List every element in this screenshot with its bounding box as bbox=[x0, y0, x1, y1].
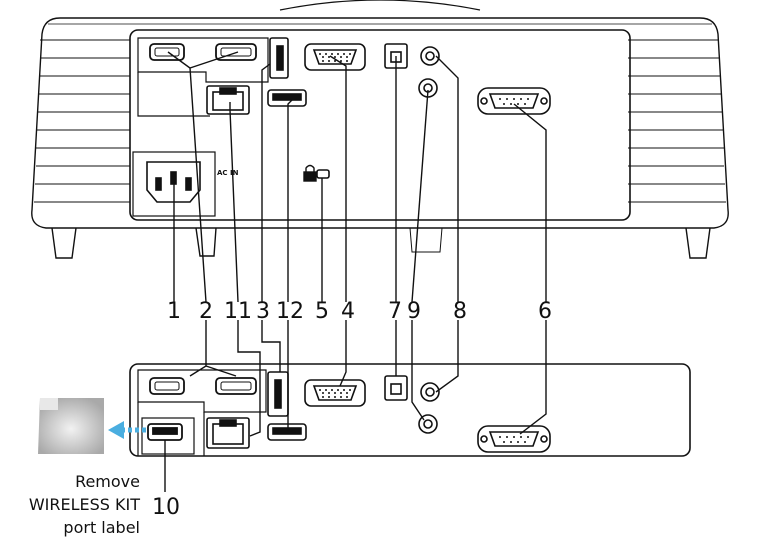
callout-12: 12 bbox=[276, 299, 304, 324]
rj45-port-top bbox=[206, 85, 250, 115]
leader-lines-top bbox=[167, 51, 547, 303]
optical-port-bottom bbox=[384, 375, 408, 401]
kensington-slot bbox=[316, 169, 330, 179]
audio-jack-9-bottom bbox=[418, 414, 438, 434]
hdmi-port-a-bottom bbox=[149, 377, 185, 395]
callout-4: 4 bbox=[341, 299, 355, 324]
ac-in-label: AC IN bbox=[217, 169, 239, 177]
callout-3: 3 bbox=[256, 299, 270, 324]
callout-10: 10 bbox=[152, 495, 180, 520]
callout-numbers: 1 2 11 3 12 5 4 7 9 8 6 10 bbox=[152, 299, 552, 520]
caption-line-1: Remove bbox=[75, 472, 140, 491]
audio-jack-8-bottom bbox=[420, 382, 440, 402]
callout-1: 1 bbox=[167, 299, 181, 324]
usb-port-3-top bbox=[269, 37, 289, 79]
vga-port-top bbox=[304, 43, 366, 71]
rs232-port-top bbox=[477, 87, 551, 115]
callout-6: 6 bbox=[538, 299, 552, 324]
bottom-io-panel bbox=[129, 363, 691, 457]
hdmi-port-b-top bbox=[215, 43, 257, 61]
arrow-left-icon bbox=[108, 421, 146, 439]
wireless-kit-port-label bbox=[38, 398, 104, 454]
callout-5: 5 bbox=[315, 299, 329, 324]
top-io-panel bbox=[129, 29, 631, 221]
caption-line-3: port label bbox=[63, 518, 140, 537]
callout-2: 2 bbox=[199, 299, 213, 324]
usb-port-12-top bbox=[267, 89, 307, 107]
rj45-port-bottom bbox=[206, 417, 250, 449]
rs232-port-bottom bbox=[477, 425, 551, 453]
hdmi-port-a-top bbox=[149, 43, 185, 61]
callout-7: 7 bbox=[388, 299, 402, 324]
callout-8: 8 bbox=[453, 299, 467, 324]
caption-line-2: WIRELESS KIT bbox=[29, 495, 140, 514]
usb-port-12-bottom bbox=[267, 423, 307, 441]
projector-rear-view bbox=[31, 0, 729, 259]
wireless-kit-port bbox=[147, 423, 183, 441]
lock-icon bbox=[303, 164, 317, 182]
power-socket bbox=[146, 161, 201, 203]
audio-jack-8-top bbox=[420, 46, 440, 66]
wireless-kit-caption: Remove WIRELESS KIT port label bbox=[29, 472, 140, 537]
usb-port-3-bottom bbox=[267, 371, 289, 417]
hdmi-port-b-bottom bbox=[215, 377, 257, 395]
callout-9: 9 bbox=[407, 299, 421, 324]
vga-port-bottom bbox=[304, 379, 366, 407]
leader-lines-bottom bbox=[164, 320, 547, 492]
callout-11: 11 bbox=[224, 299, 252, 324]
